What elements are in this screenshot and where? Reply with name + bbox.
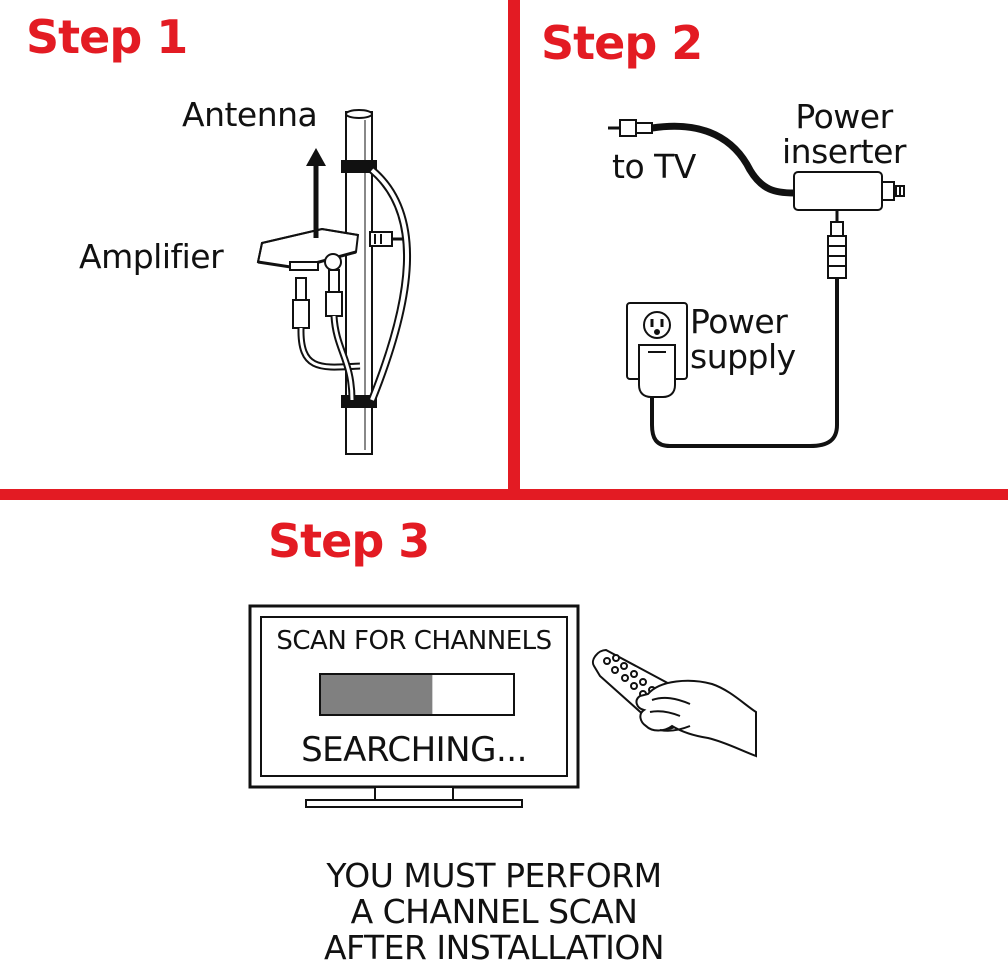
amplifier-label: Amplifier [79,237,224,276]
power-inserter-label: Power inserter [772,97,916,171]
coax-cable [651,122,795,197]
note-line-2: A CHANNEL SCAN [350,892,638,931]
note-line-3: AFTER INSTALLATION [323,928,665,967]
horizontal-divider [0,489,1008,500]
step1-panel: Step 1 [0,0,508,489]
step3-title: Step 3 [268,514,430,568]
scan-heading: SCAN FOR CHANNELS [276,626,552,656]
power-supply-label-line2: supply [690,336,796,376]
power-inserter-label-line1: Power [795,97,893,136]
hand-icon [635,679,757,758]
coax-plug [608,119,653,137]
coax-connectors [292,269,343,329]
power-inserter-illustration [608,119,905,448]
note-line-1: YOU MUST PERFORM [326,856,662,895]
upper-strap [341,160,377,173]
vertical-divider [508,0,520,497]
power-supply-label: Power supply [690,302,796,376]
scan-progress-bar [319,673,515,716]
step2-title: Step 2 [541,16,703,70]
scan-progress-fill [321,675,433,714]
tv-and-remote-illustration [248,604,757,808]
channel-scan-note: YOU MUST PERFORM A CHANNEL SCAN AFTER IN… [214,858,774,966]
power-supply-label-line1: Power [690,302,788,341]
cable-loop [368,166,412,402]
power-inserter-label-line2: inserter [782,131,906,171]
amplifier-box [256,227,360,271]
step3-panel: Step 3 [0,500,1008,978]
antenna-label: Antenna [182,95,318,134]
up-arrow-icon [306,148,326,238]
step1-title: Step 1 [26,10,188,64]
step2-panel: Step 2 [520,0,1008,489]
power-supply-adapter [638,344,676,398]
dc-plug [827,210,847,279]
power-cable [650,278,839,448]
power-inserter-box [793,171,905,211]
to-tv-label: to TV [612,147,696,186]
searching-status: SEARCHING... [301,730,527,770]
antenna-mount-illustration [256,109,412,455]
